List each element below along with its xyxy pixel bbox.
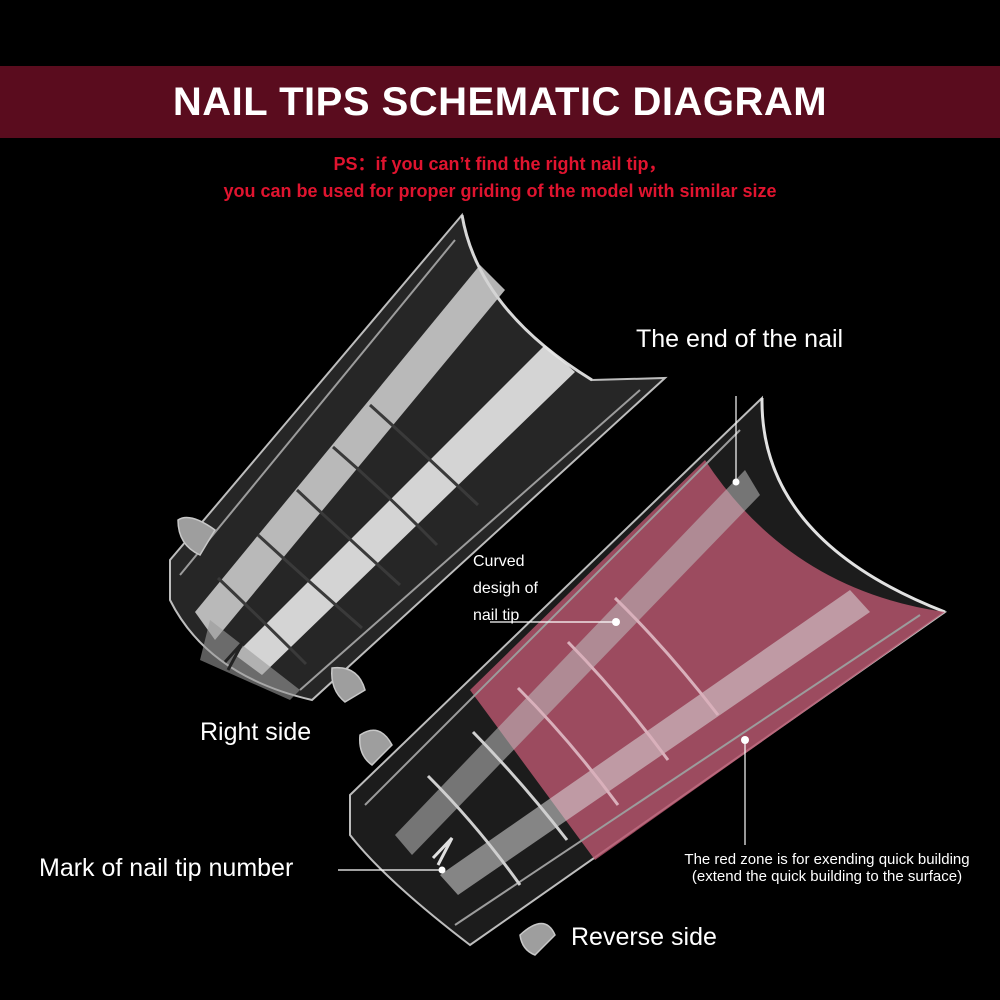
right-side-guide-lines	[216, 403, 480, 666]
nail-tip-reverse-side	[349, 395, 948, 956]
red-zone-area	[470, 460, 945, 860]
label-red-zone-line2: (extend the quick building to the surfac…	[691, 868, 963, 885]
pointer-mark-number	[338, 866, 446, 874]
label-curved-design: Curved desigh of nail tip	[473, 553, 538, 624]
reverse-side-tab-bottom	[519, 922, 556, 956]
reverse-side-tab-top	[359, 729, 393, 766]
label-end-of-nail: The end of the nail	[636, 325, 844, 353]
diagram-title: NAIL TIPS SCHEMATIC DIAGRAM	[172, 79, 828, 124]
reverse-side-guide-lines	[516, 596, 720, 806]
label-mark-of-number: Mark of nail tip number	[39, 854, 294, 882]
right-side-tab-bottom	[331, 666, 366, 703]
title-banner: NAIL TIPS SCHEMATIC DIAGRAM	[0, 66, 1000, 138]
pointer-curved-design	[490, 618, 620, 626]
nail-tip-right-side	[169, 212, 668, 703]
pointer-end-of-nail	[732, 396, 740, 486]
note-line-1: PS：if you can’t find the right nail tip，	[333, 154, 667, 174]
note-line-2: you can be used for proper griding of th…	[223, 181, 777, 201]
label-right-side: Right side	[200, 718, 312, 746]
right-side-number-mark	[223, 640, 245, 671]
label-red-zone: The red zone is for exending quick build…	[652, 851, 1000, 885]
pointer-red-zone	[741, 736, 749, 845]
right-side-tab-top	[177, 516, 216, 556]
label-red-zone-line1: The red zone is for exending quick build…	[684, 851, 970, 868]
reverse-side-number-mark	[431, 836, 454, 866]
label-reverse-side: Reverse side	[571, 923, 717, 951]
